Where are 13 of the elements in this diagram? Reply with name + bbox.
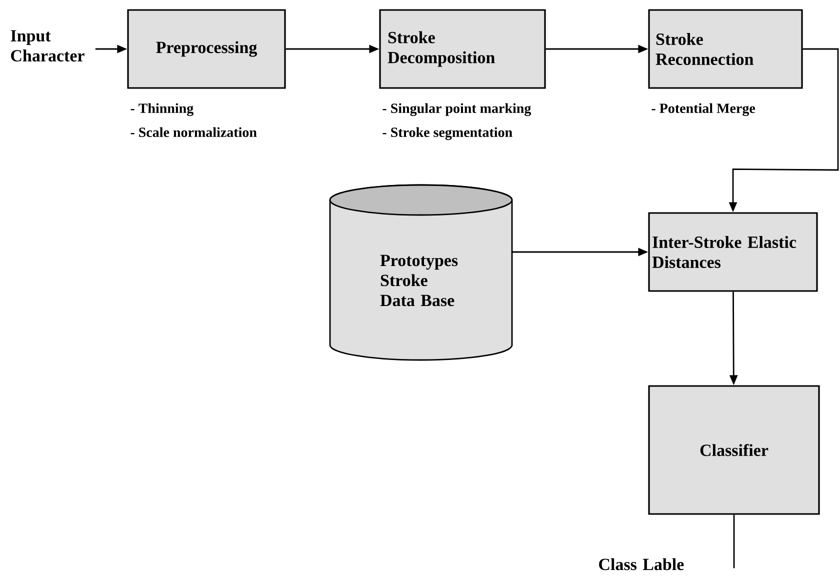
process-box: Classifier: [648, 385, 820, 515]
process-box: Inter-Stroke Elastic Distances: [648, 212, 818, 292]
annotation-text: - Potential Merge: [652, 103, 756, 116]
process-box: Preprocessing: [127, 9, 286, 89]
database-cylinder: Prototypes Stroke Data Base: [329, 184, 513, 361]
annotation-text: - Scale normalization: [130, 127, 257, 138]
process-box: Stroke Reconnection: [648, 9, 803, 89]
output-label: Class Lable: [599, 558, 684, 570]
annotation-text: - Singular point marking: [382, 103, 532, 116]
annotation-text: - Thinning: [130, 103, 194, 116]
process-box: Stroke Decomposition: [379, 9, 546, 89]
input-label: Input Character: [10, 30, 84, 62]
annotation-text: - Stroke segmentation: [382, 127, 512, 140]
